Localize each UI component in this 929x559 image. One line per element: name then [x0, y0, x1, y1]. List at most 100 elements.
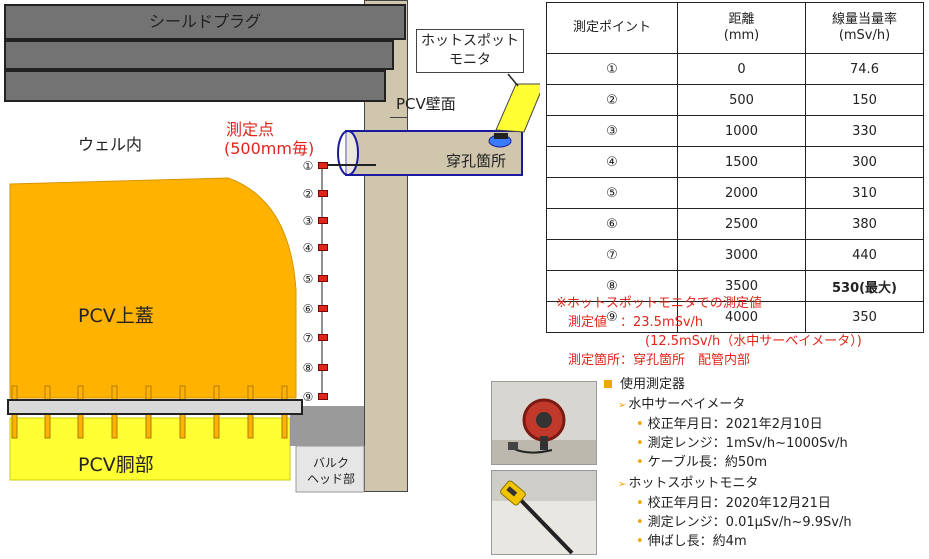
cell-point: ⑨ — [546, 301, 678, 333]
cell-dose: 150 — [805, 84, 924, 116]
survey-meter-image — [492, 382, 596, 464]
survey-meter-cable: ケーブル長：約50m — [647, 455, 768, 470]
dot-bullet-icon: • — [636, 436, 644, 451]
cell-point: ② — [546, 84, 678, 116]
point-number-1: ① — [302, 159, 314, 173]
cell-dose: 310 — [805, 177, 924, 209]
cell-distance: 4000 — [677, 301, 806, 333]
point-number-6: ⑥ — [302, 302, 314, 316]
header-measure-point: 測定ポイント — [546, 2, 678, 54]
measure-point-1 — [318, 162, 328, 169]
survey-meter-photo — [491, 381, 597, 465]
pcv-top-lid-label: PCV上蓋 — [78, 305, 154, 327]
shield-plug-layer-3 — [4, 70, 386, 102]
bullet-square-icon — [604, 380, 612, 388]
hotspot-note-title: ※ホットスポットモニタでの測定値 — [556, 296, 762, 311]
table-header-row: 測定ポイント 距離 (mm) 線量当量率 (mSv/h) — [546, 2, 924, 54]
hotspot-note-value: 測定値 ：23.5mSv/h — [568, 315, 704, 330]
arrow-bullet-icon: ➢ — [618, 479, 627, 490]
arrow-bullet-icon: ➢ — [618, 400, 627, 411]
measure-point-4 — [318, 244, 328, 251]
measure-point-2 — [318, 190, 328, 197]
bulkhead-label: バルク ヘッド部 — [300, 455, 362, 487]
shield-plug-label: シールドプラグ — [148, 12, 261, 31]
cell-distance: 1500 — [677, 146, 806, 178]
survey-meter-name: ➢水中サーベイメータ — [618, 395, 745, 415]
bulkhead-label-1: バルク — [312, 456, 349, 470]
point-number-4: ④ — [302, 241, 314, 255]
cell-point: ⑦ — [546, 239, 678, 271]
point-number-5: ⑤ — [302, 272, 314, 286]
cell-dose: 300 — [805, 146, 924, 178]
survey-meter-calibration: 校正年月日：2021年2月10日 — [647, 417, 823, 432]
cell-point: ④ — [546, 146, 678, 178]
measure-point-5 — [318, 275, 328, 282]
bulkhead-label-2: ヘッド部 — [306, 472, 355, 486]
measure-point-8 — [318, 364, 328, 371]
hotspot-monitor-item: •測定レンジ：0.01μSv/h~9.9Sv/h — [636, 513, 852, 532]
hotspot-monitor-name: ➢ホットスポットモニタ — [618, 474, 758, 494]
cell-point: ① — [546, 53, 678, 85]
hotspot-monitor-photo — [491, 470, 597, 555]
hotspot-monitor-item: •校正年月日：2020年12月21日 — [636, 494, 831, 513]
hotspot-monitor-label-2: モニタ — [449, 52, 491, 68]
header-dose-rate: 線量当量率 (mSv/h) — [805, 2, 924, 54]
measure-point-3 — [318, 217, 328, 224]
cell-dose: 380 — [805, 208, 924, 240]
hotspot-range: 測定レンジ：0.01μSv/h~9.9Sv/h — [647, 515, 852, 530]
hotspot-monitor-image — [492, 471, 596, 554]
shield-plug-layer-1: シールドプラグ — [4, 4, 406, 40]
shield-plug-layer-2 — [4, 40, 394, 70]
survey-meter-range: 測定レンジ：1mSv/h~1000Sv/h — [647, 436, 848, 451]
measure-point-7 — [318, 334, 328, 341]
cross-section-diagram: PCV壁面 シールドプラグ ホットスポット モニタ ウェル内 測定点 (500m… — [4, 0, 540, 493]
dot-bullet-icon: • — [636, 515, 644, 530]
cell-distance: 2500 — [677, 208, 806, 240]
hotspot-calibration: 校正年月日：2020年12月21日 — [647, 496, 831, 511]
point-number-8: ⑧ — [302, 361, 314, 375]
measure-point-9 — [318, 393, 328, 400]
pcv-wall-label: PCV壁面 — [396, 95, 456, 113]
cell-dose-max: 530(最大) — [805, 270, 924, 302]
cell-distance: 3500 — [677, 270, 806, 302]
hotspot-note-location: 測定箇所：穿孔箇所 配管内部 — [568, 353, 751, 368]
dot-bullet-icon: • — [636, 496, 644, 511]
survey-meter-item: •測定レンジ：1mSv/h~1000Sv/h — [636, 434, 848, 453]
well-inside-label: ウェル内 — [78, 135, 143, 154]
cell-distance: 2000 — [677, 177, 806, 209]
dot-bullet-icon: • — [636, 455, 644, 470]
drill-hole-label: 穿孔箇所 — [446, 152, 507, 170]
cell-dose: 330 — [805, 115, 924, 147]
hotspot-monitor-label-1: ホットスポット — [421, 33, 519, 49]
survey-meter-item: •校正年月日：2021年2月10日 — [636, 415, 823, 434]
point-number-9: ⑨ — [302, 390, 314, 404]
survey-meter-item: •ケーブル長：約50m — [636, 453, 767, 472]
dot-bullet-icon: • — [636, 534, 644, 549]
cell-dose: 350 — [805, 301, 924, 333]
header-distance: 距離 (mm) — [677, 2, 806, 54]
dot-bullet-icon: • — [636, 417, 644, 432]
cell-point: ⑥ — [546, 208, 678, 240]
pcv-body-label: PCV胴部 — [78, 454, 154, 476]
instruments-heading: 使用測定器 — [604, 375, 685, 394]
hotspot-monitor-callout: ホットスポット モニタ — [416, 29, 524, 73]
cell-distance: 0 — [677, 53, 806, 85]
cell-distance: 1000 — [677, 115, 806, 147]
point-number-3: ③ — [302, 214, 314, 228]
measure-point-label: 測定点 — [226, 120, 275, 139]
measure-interval-label: (500mm毎) — [224, 139, 315, 158]
point-number-7: ⑦ — [302, 331, 314, 345]
cell-distance: 500 — [677, 84, 806, 116]
cell-distance: 3000 — [677, 239, 806, 271]
cell-point: ③ — [546, 115, 678, 147]
survey-meter-name-text: 水中サーベイメータ — [628, 397, 746, 412]
